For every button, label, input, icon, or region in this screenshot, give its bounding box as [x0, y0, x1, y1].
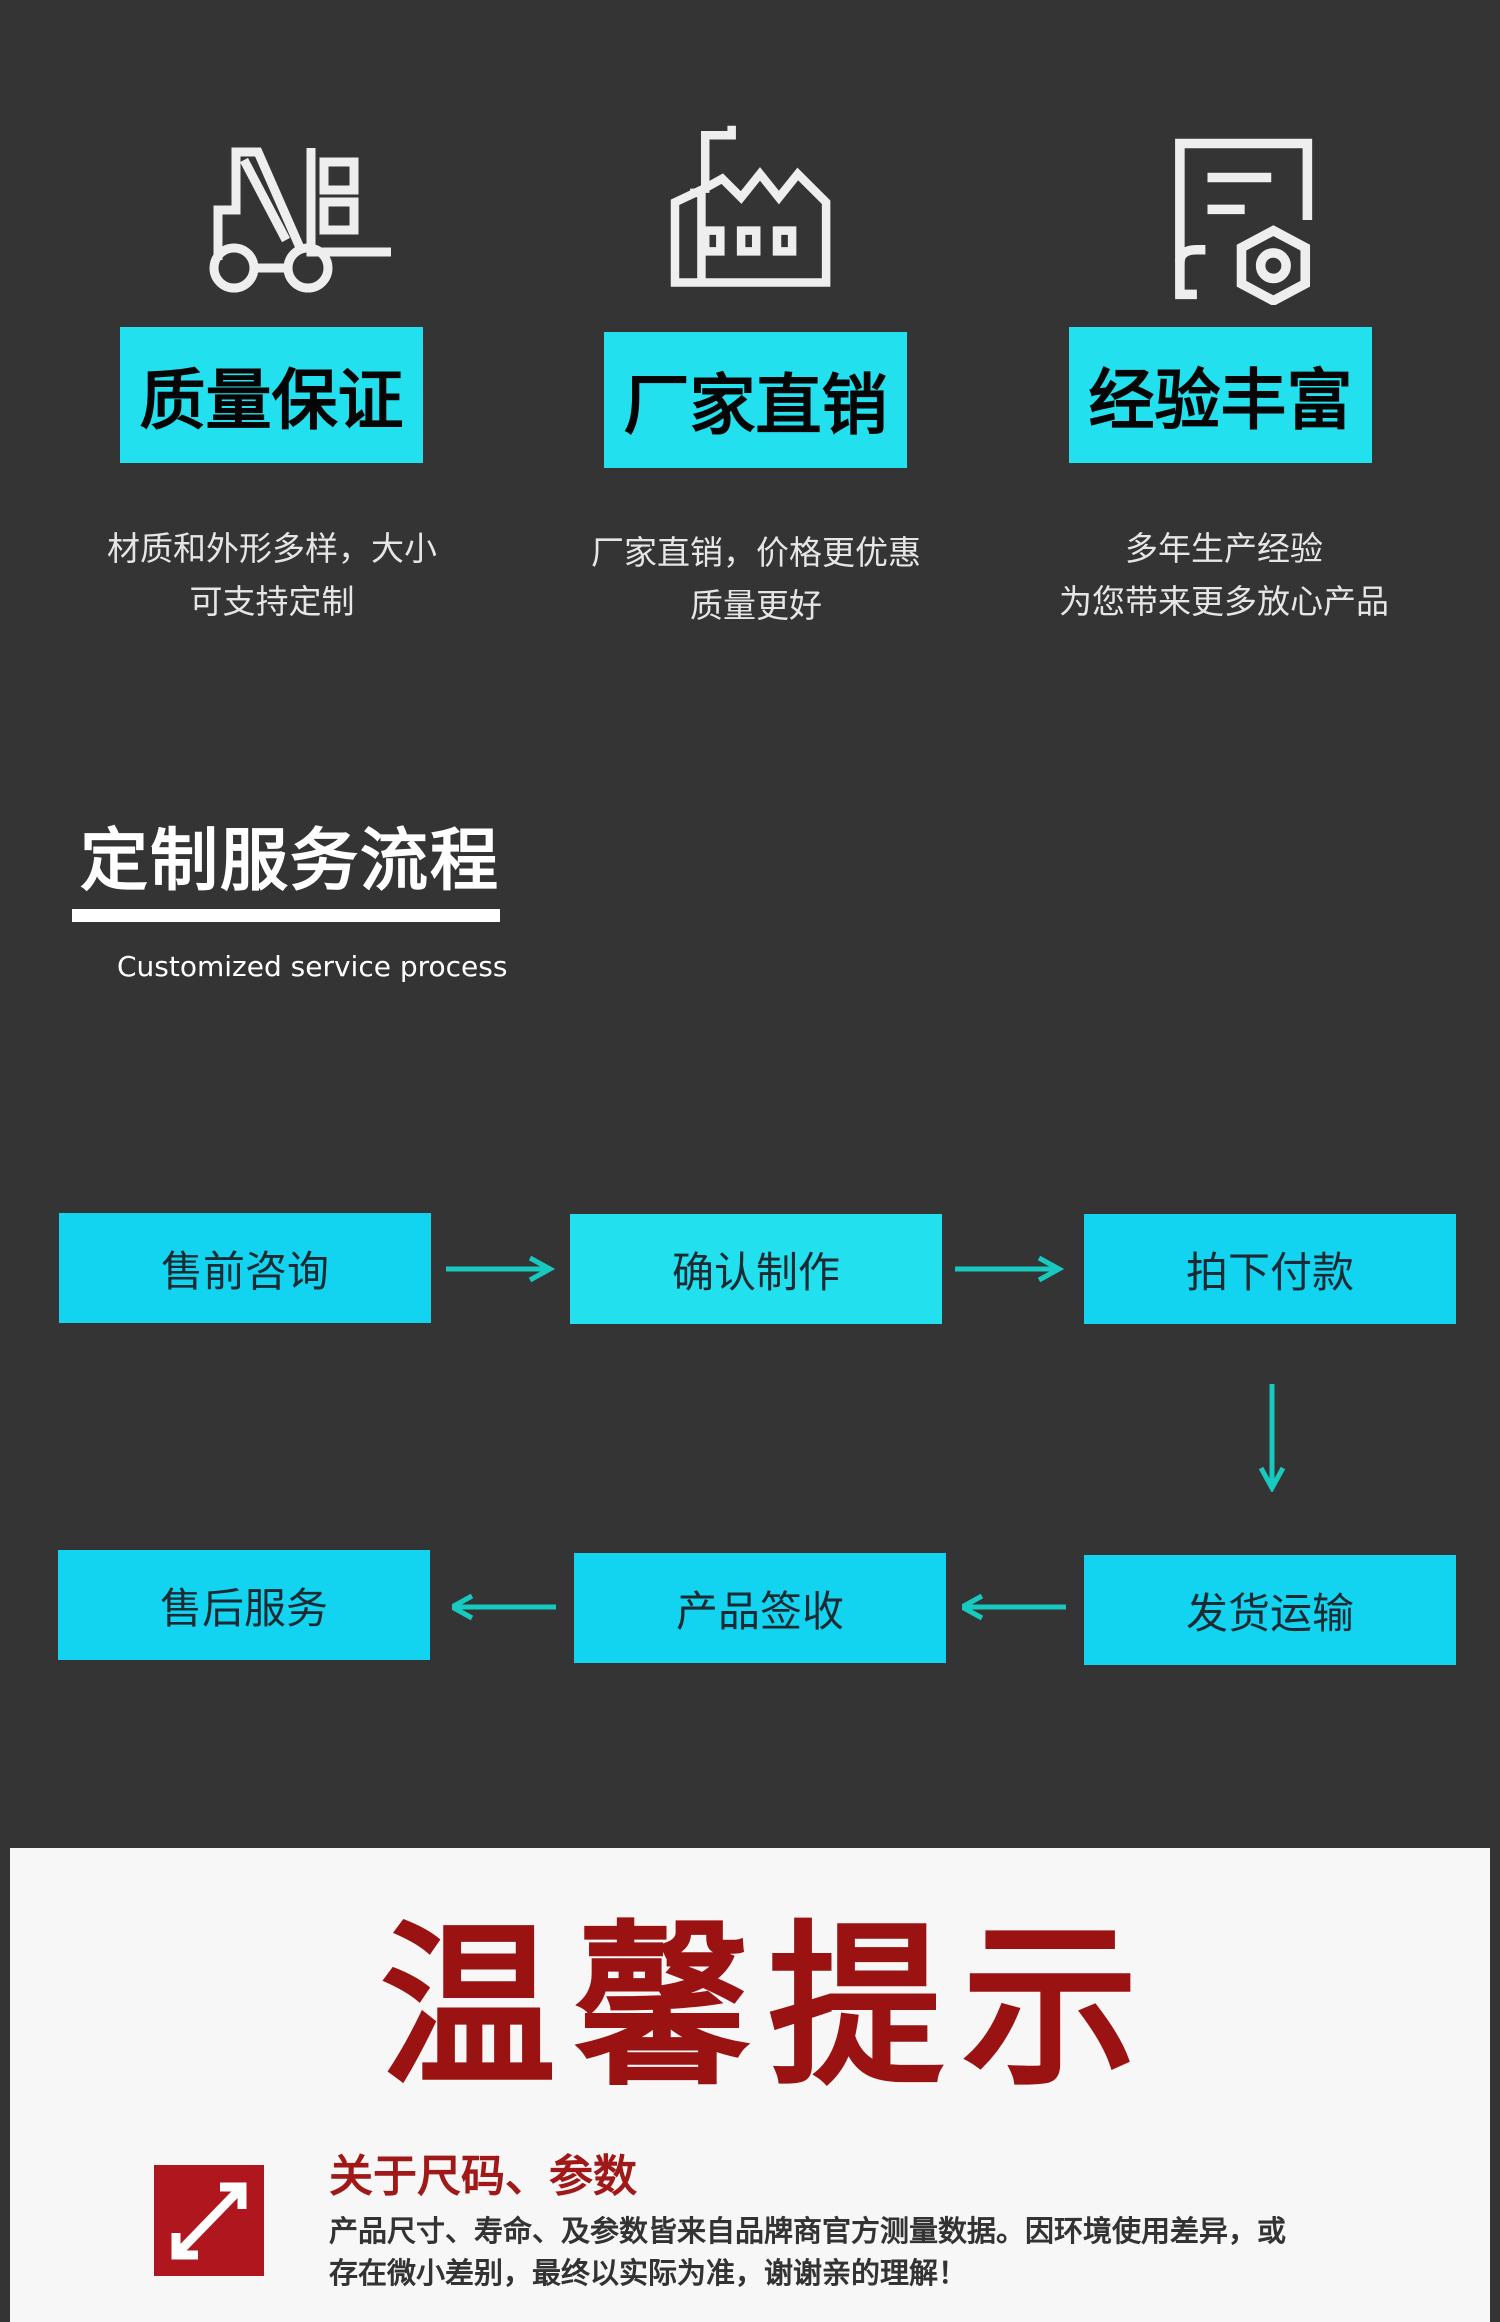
feature-title-direct-sale: 厂家直销: [604, 332, 907, 468]
desc-line: 厂家直销，价格更优惠: [591, 533, 921, 572]
tips-title: 温馨提示: [380, 1905, 1157, 2110]
feature-desc-quality: 材质和外形多样，大小 可支持定制: [52, 522, 492, 628]
arrow-left-icon: [452, 1593, 556, 1621]
desc-line: 多年生产经验: [1125, 529, 1323, 568]
tips-line: 存在微小差别，最终以实际为准，谢谢亲的理解！: [329, 2256, 968, 2290]
desc-line: 材质和外形多样，大小: [107, 529, 437, 568]
feature-desc-experience: 多年生产经验 为您带来更多放心产品: [1004, 522, 1444, 628]
feature-title-experience: 经验丰富: [1069, 327, 1372, 463]
step-presale-consult: 售前咨询: [59, 1213, 431, 1323]
section-subtitle: Customized service process: [117, 950, 508, 983]
tips-body: 产品尺寸、寿命、及参数皆来自品牌商官方测量数据。因环境使用差异，或 存在微小差别…: [329, 2210, 1286, 2294]
section-title: 定制服务流程: [80, 822, 501, 901]
desc-line: 为您带来更多放心产品: [1059, 582, 1389, 621]
feature-desc-direct-sale: 厂家直销，价格更优惠 质量更好: [536, 526, 976, 632]
tips-panel: 温馨提示 关于尺码、参数 产品尺寸、寿命、及参数皆来自品牌商官方测量数据。因环境…: [10, 1848, 1490, 2322]
tips-heading: 关于尺码、参数: [329, 2151, 637, 2202]
forklift-icon: [209, 147, 391, 293]
desc-line: 可支持定制: [189, 582, 355, 621]
factory-icon: [670, 125, 831, 287]
step-confirm-production: 确认制作: [570, 1214, 942, 1324]
step-shipping: 发货运输: [1084, 1555, 1456, 1665]
arrow-left-icon: [962, 1593, 1066, 1621]
desc-line: 质量更好: [690, 586, 822, 625]
document-gear-icon: [1175, 138, 1313, 305]
arrow-down-icon: [1258, 1384, 1286, 1492]
step-after-sales: 售后服务: [58, 1550, 430, 1660]
feature-title-quality: 质量保证: [120, 327, 423, 463]
arrow-right-icon: [955, 1255, 1065, 1283]
title-underline: [72, 909, 500, 922]
step-receive-product: 产品签收: [574, 1553, 946, 1663]
resize-arrow-icon: [154, 2165, 264, 2276]
tips-line: 产品尺寸、寿命、及参数皆来自品牌商官方测量数据。因环境使用差异，或: [329, 2214, 1287, 2248]
step-place-order-pay: 拍下付款: [1084, 1214, 1456, 1324]
arrow-right-icon: [446, 1255, 556, 1283]
